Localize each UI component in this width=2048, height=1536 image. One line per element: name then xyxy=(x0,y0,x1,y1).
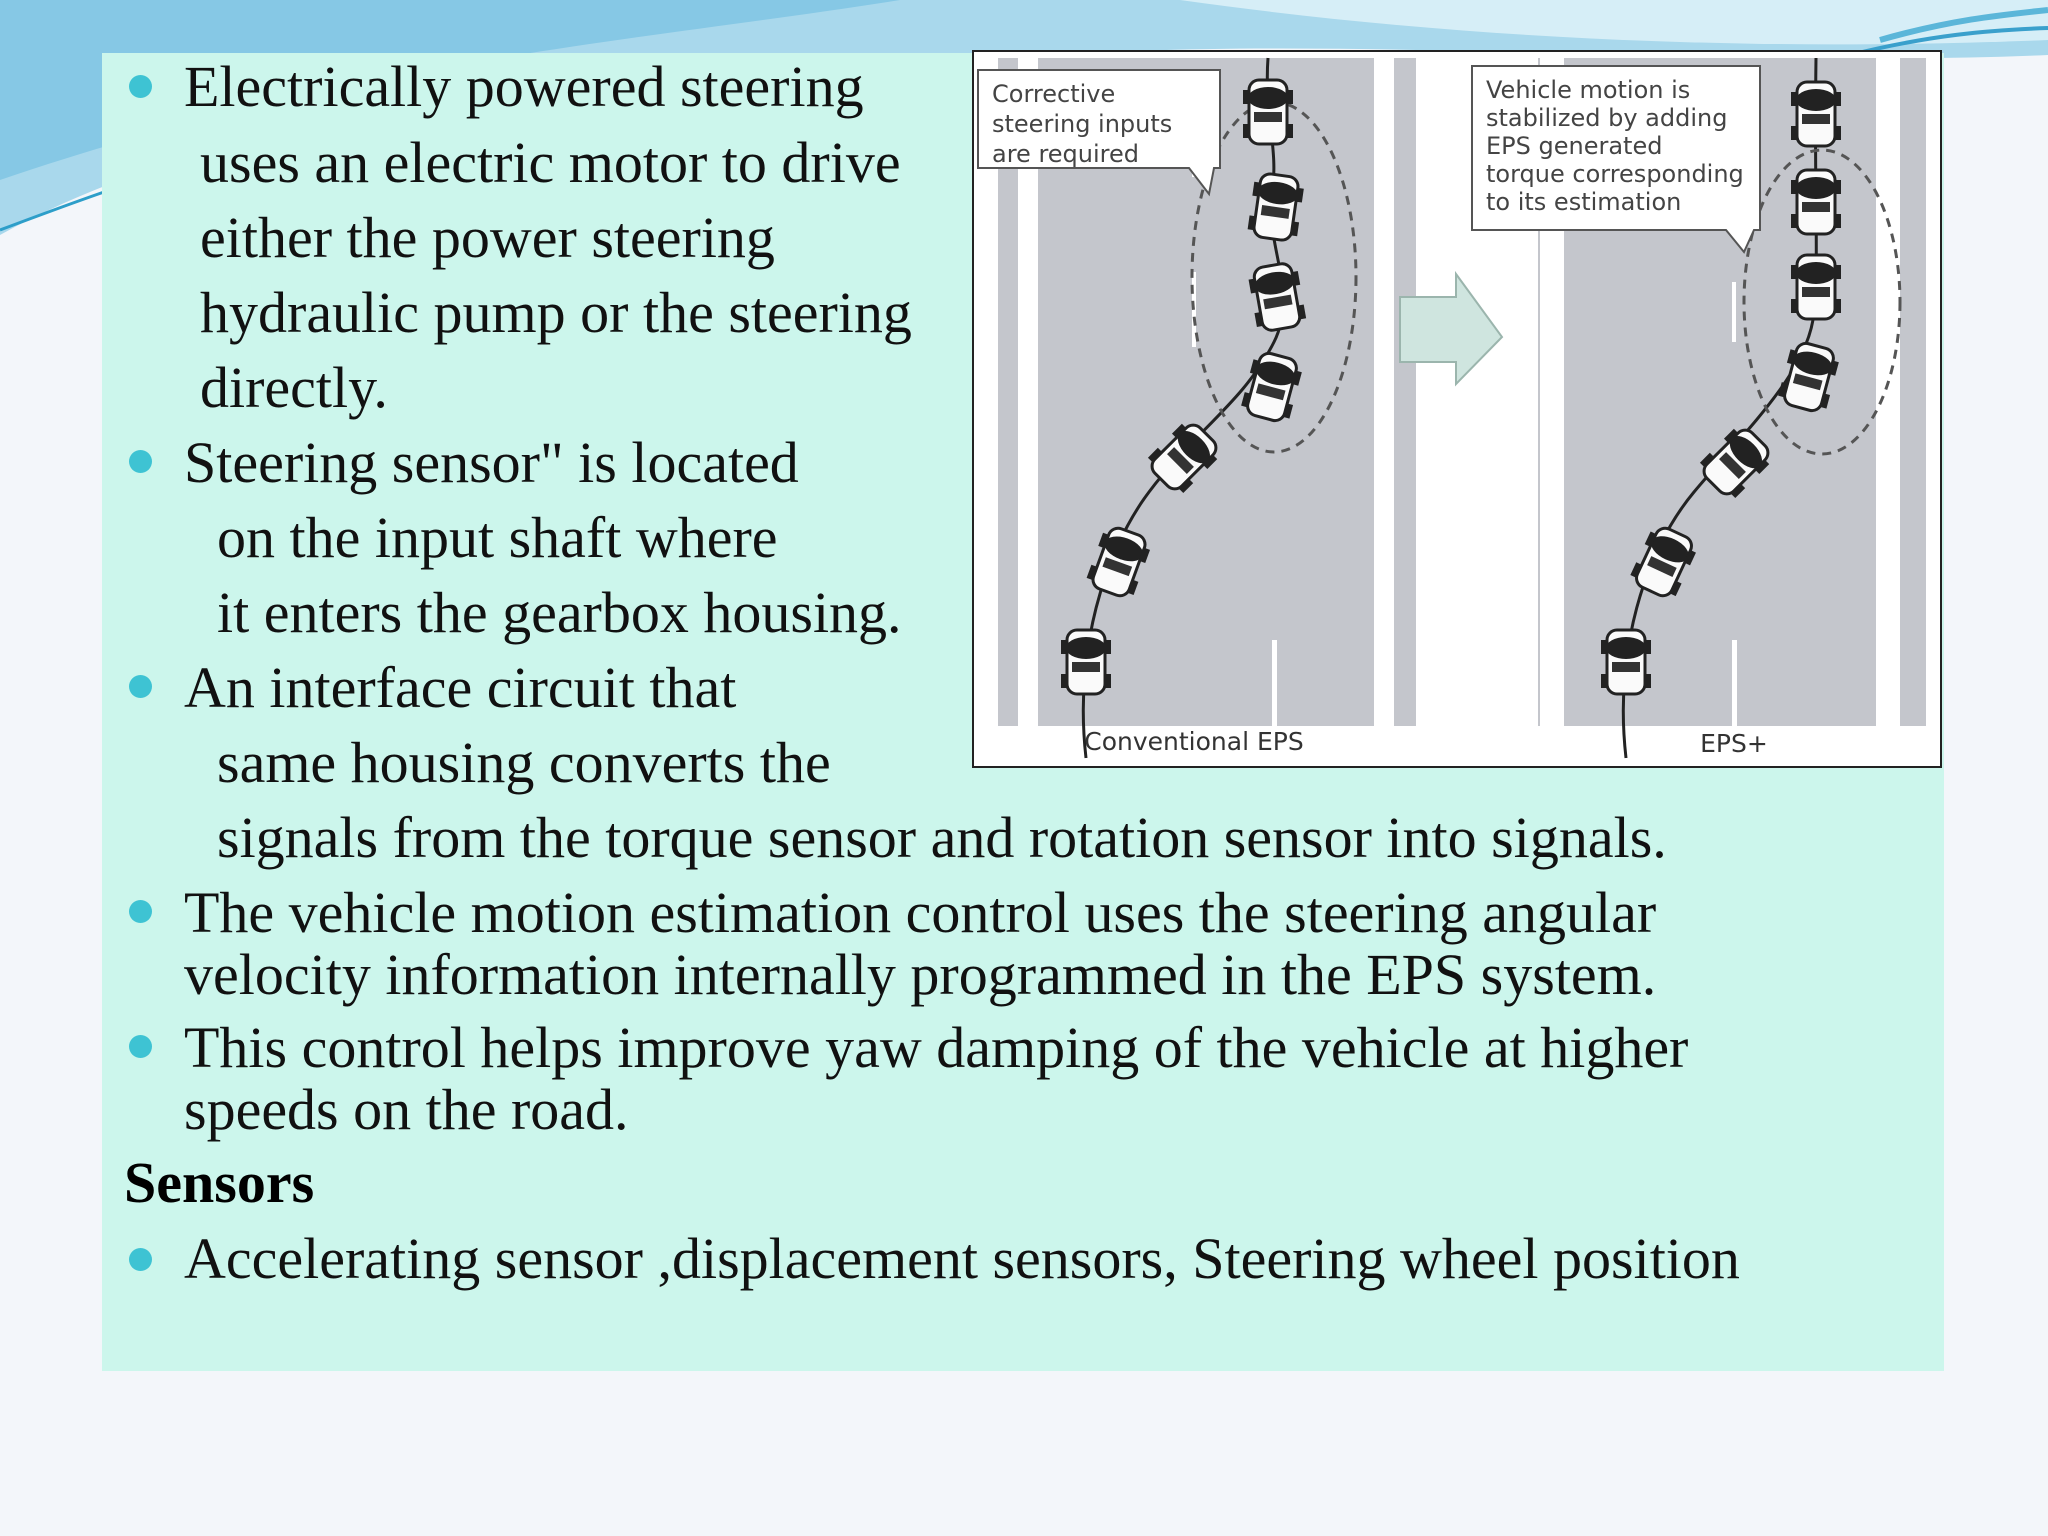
bullet-1-line-3: either the power steering xyxy=(200,205,775,270)
bullet-2-line-3: it enters the gearbox housing. xyxy=(217,580,902,645)
bullet-1-line-5: directly. xyxy=(200,355,388,420)
bullet-1-line-4: hydraulic pump or the steering xyxy=(200,280,912,345)
bullet-5-line-1: This control helps improve yaw damping o… xyxy=(184,1015,1689,1080)
left-callout-line-2: steering inputs xyxy=(992,110,1172,138)
bullet-2-line-2: on the input shaft where xyxy=(217,505,778,570)
eps-plus-label: EPS+ xyxy=(1700,729,1768,758)
bullet-1-line-1: Electrically powered steering xyxy=(184,54,864,119)
left-callout-box xyxy=(977,69,1221,197)
bullet-4-line-1: The vehicle motion estimation control us… xyxy=(184,880,1657,945)
transition-arrow-icon xyxy=(1399,270,1504,387)
bullet-1-line-2: uses an electric motor to drive xyxy=(200,130,901,195)
bullet-3-line-1: An interface circuit that xyxy=(184,655,737,720)
right-callout-line-1: Vehicle motion is xyxy=(1486,76,1690,104)
bullet-2-line-1: Steering sensor" is located xyxy=(184,430,799,495)
bullet-marker xyxy=(129,900,152,923)
bullet-5-line-2: speeds on the road. xyxy=(184,1077,629,1142)
bullet-marker xyxy=(129,1248,152,1271)
bullet-4-line-2: velocity information internally programm… xyxy=(184,942,1657,1007)
bullet-marker xyxy=(129,75,152,98)
right-callout-line-2: stabilized by adding xyxy=(1486,104,1727,132)
right-callout-line-4: torque corresponding xyxy=(1486,160,1744,188)
right-callout-box xyxy=(1471,65,1761,254)
sensors-heading: Sensors xyxy=(124,1150,315,1215)
eps-comparison-figure: Corrective steering inputs are required … xyxy=(972,50,1942,768)
left-callout-line-1: Corrective xyxy=(992,80,1115,108)
conventional-eps-label: Conventional EPS xyxy=(1084,727,1303,756)
bullet-marker xyxy=(129,675,152,698)
eps-diagram: Corrective steering inputs are required … xyxy=(977,57,1926,759)
left-callout-line-3: are required xyxy=(992,140,1139,168)
bullet-3-line-3: signals from the torque sensor and rotat… xyxy=(217,805,1667,870)
bullet-marker xyxy=(129,450,152,473)
bullet-marker xyxy=(129,1035,152,1058)
sensors-item: Accelerating sensor ,displacement sensor… xyxy=(184,1226,1740,1291)
right-callout-line-3: EPS generated xyxy=(1486,132,1662,160)
bullet-3-line-2: same housing converts the xyxy=(217,730,831,795)
right-callout-line-5: to its estimation xyxy=(1486,188,1681,216)
